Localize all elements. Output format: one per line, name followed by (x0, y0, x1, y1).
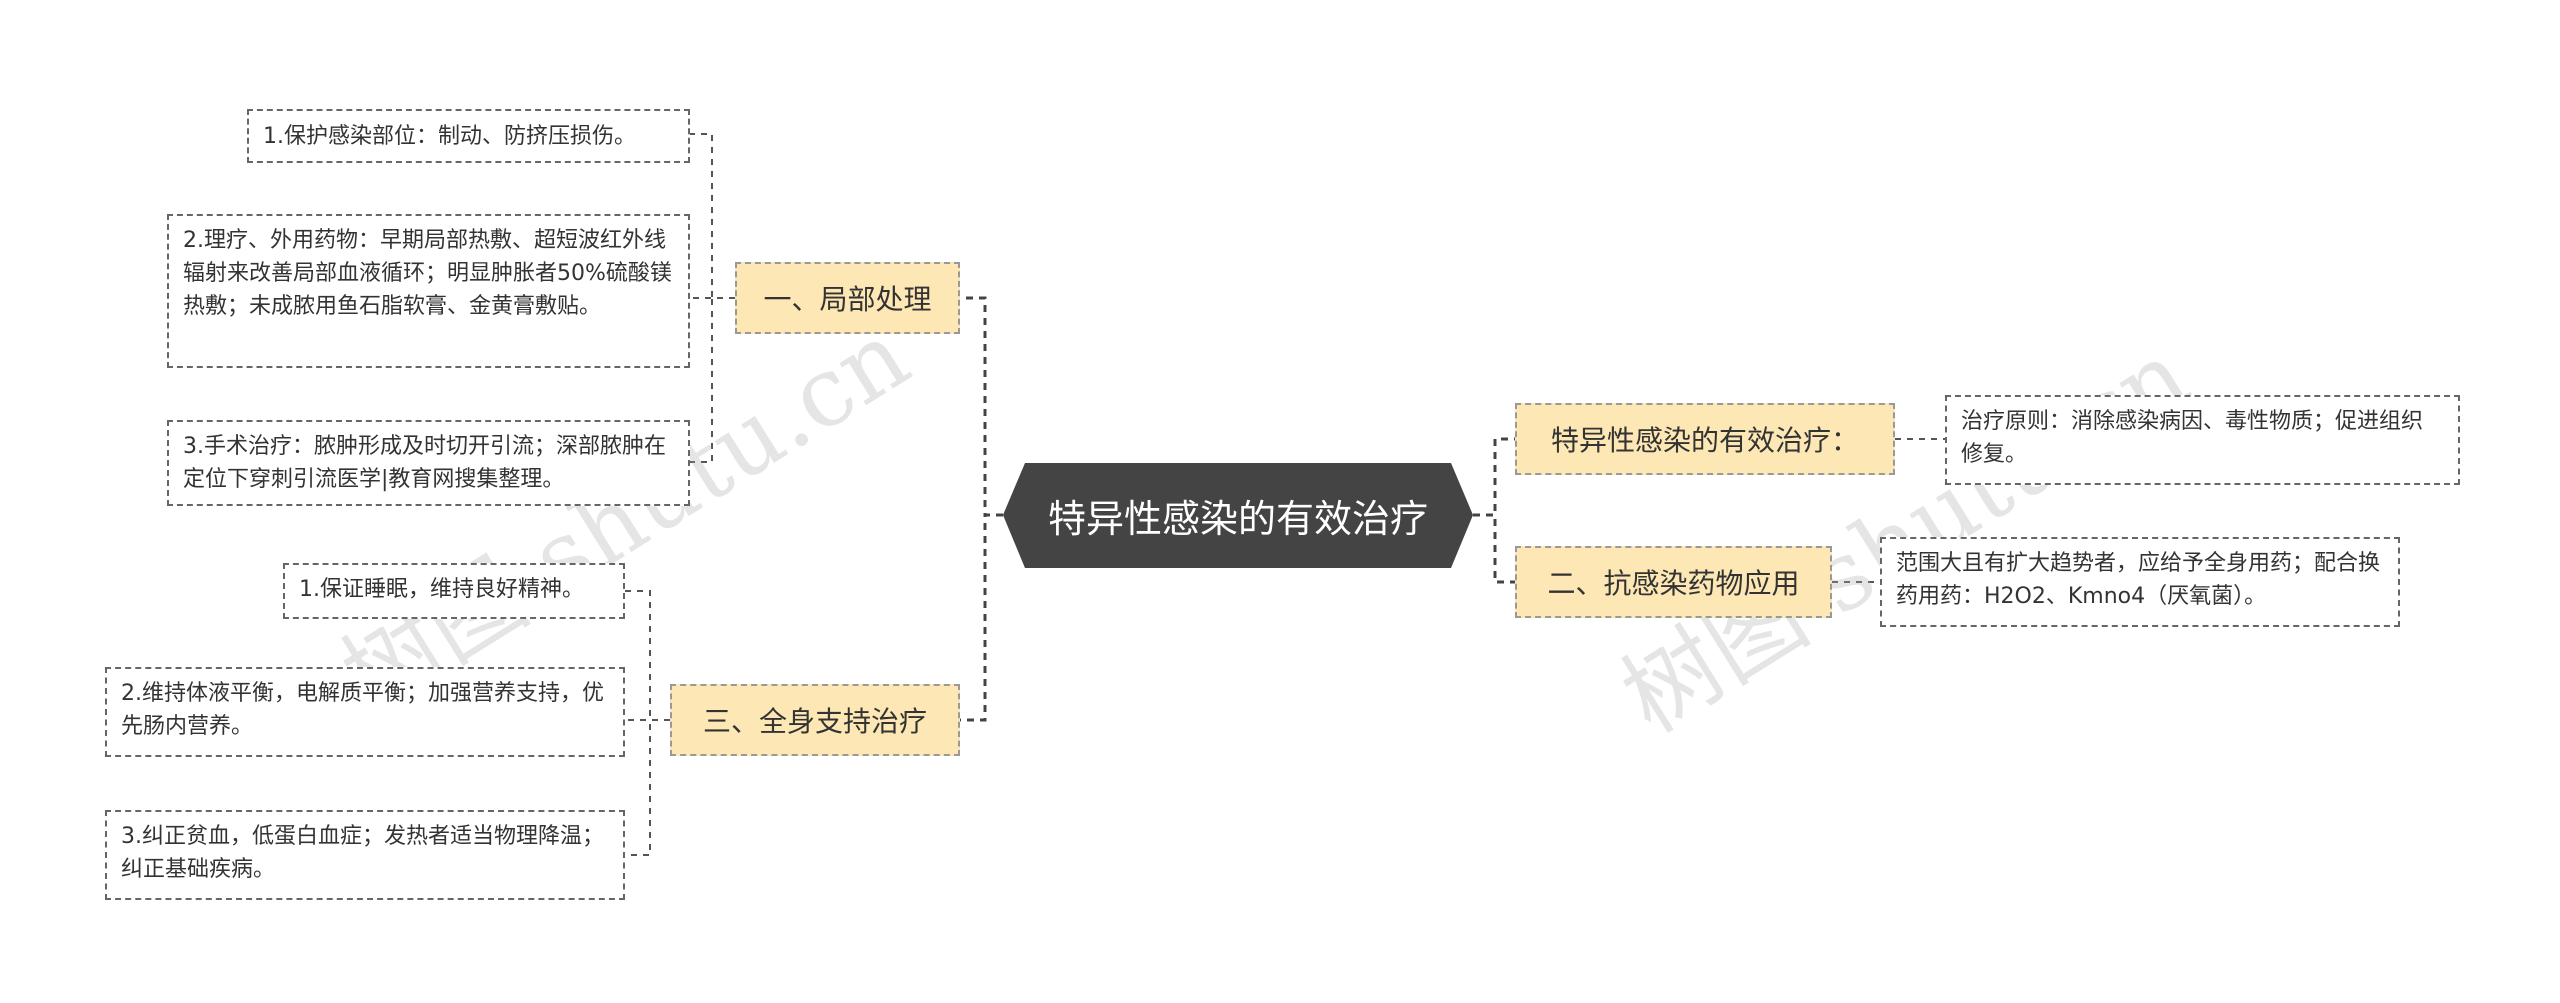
leaf-drug-use[interactable]: 范围大且有扩大趋势者，应给予全身用药；配合换药用药：H2O2、Kmno4（厌氧菌… (1880, 537, 2400, 627)
leaf-support-3[interactable]: 3.纠正贫血，低蛋白血症；发热者适当物理降温；纠正基础疾病。 (105, 810, 625, 900)
link-left1-leaf3 (690, 297, 735, 463)
branch-effective-treatment[interactable]: 特异性感染的有效治疗： (1515, 403, 1895, 475)
leaf-local-2[interactable]: 2.理疗、外用药物：早期局部热敷、超短波红外线辐射来改善局部血液循环；明显肿胀者… (167, 214, 690, 368)
leaf-text: 3.纠正贫血，低蛋白血症；发热者适当物理降温；纠正基础疾病。 (121, 824, 604, 882)
leaf-text: 治疗原则：消除感染病因、毒性物质；促进组织修复。 (1961, 409, 2424, 467)
leaf-treatment-principle[interactable]: 治疗原则：消除感染病因、毒性物质；促进组织修复。 (1945, 395, 2460, 485)
branch-label: 特异性感染的有效治疗： (1550, 424, 1859, 457)
leaf-text: 3.手术治疗：脓肿形成及时切开引流；深部脓肿在定位下穿刺引流医学|教育网搜集整理… (183, 434, 666, 492)
link-root-left1 (960, 296, 1003, 517)
link-root-left2 (960, 513, 1003, 722)
branch-local-treatment[interactable]: 一、局部处理 (735, 262, 960, 334)
leaf-support-2[interactable]: 2.维持体液平衡，电解质平衡；加强营养支持，优先肠内营养。 (105, 667, 625, 757)
branch-anti-infection-drugs[interactable]: 二、抗感染药物应用 (1515, 546, 1832, 618)
branch-label: 三、全身支持治疗 (702, 705, 927, 738)
leaf-text: 1.保证睡眠，维持良好精神。 (299, 577, 584, 602)
link-left1-leaf1 (690, 133, 735, 299)
link-left2-leaf3 (625, 719, 670, 856)
leaf-text: 1.保护感染部位：制动、防挤压损伤。 (263, 124, 636, 149)
branch-label: 二、抗感染药物应用 (1547, 567, 1800, 600)
leaf-local-1[interactable]: 1.保护感染部位：制动、防挤压损伤。 (247, 109, 690, 163)
leaf-text: 2.维持体液平衡，电解质平衡；加强营养支持，优先肠内营养。 (121, 681, 604, 739)
leaf-local-3[interactable]: 3.手术治疗：脓肿形成及时切开引流；深部脓肿在定位下穿刺引流医学|教育网搜集整理… (167, 420, 690, 506)
root-topic-label: 特异性感染的有效治疗 (1047, 497, 1428, 541)
link-root-right1 (1473, 437, 1515, 517)
branch-systemic-support[interactable]: 三、全身支持治疗 (670, 684, 960, 756)
link-root-right2 (1473, 513, 1515, 584)
leaf-text: 2.理疗、外用药物：早期局部热敷、超短波红外线辐射来改善局部血液循环；明显肿胀者… (183, 228, 672, 319)
root-topic[interactable]: 特异性感染的有效治疗 (1003, 463, 1473, 568)
leaf-text: 范围大且有扩大趋势者，应给予全身用药；配合换药用药：H2O2、Kmno4（厌氧菌… (1896, 551, 2381, 609)
link-left2-leaf1 (625, 590, 670, 721)
leaf-support-1[interactable]: 1.保证睡眠，维持良好精神。 (283, 563, 625, 619)
branch-label: 一、局部处理 (763, 283, 932, 316)
